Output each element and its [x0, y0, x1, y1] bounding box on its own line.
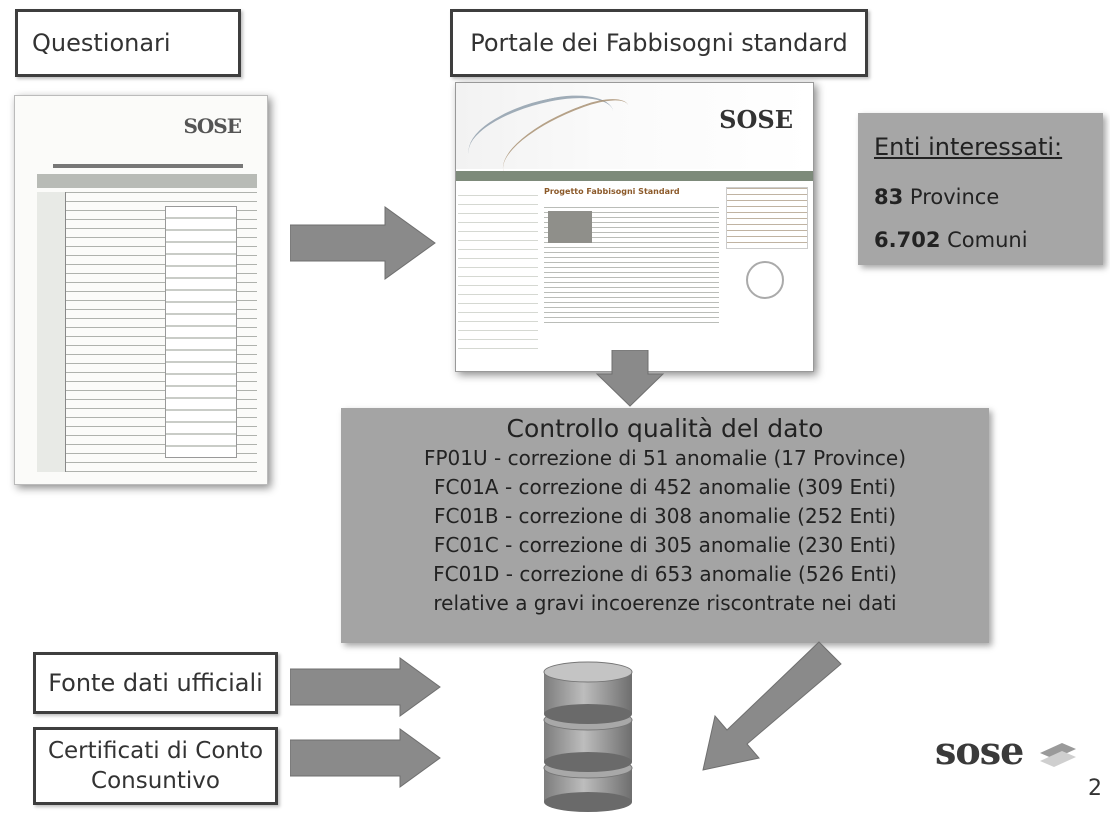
enti-province-line: 83 Province [874, 185, 999, 209]
doc-input-column [165, 206, 237, 458]
fonte-dati-label: Fonte dati ufficiali [33, 652, 278, 714]
certificati-text-line1: Certificati di Conto [47, 738, 264, 764]
portal-sose-logo: SOSE [719, 105, 793, 134]
questionnaire-document-image: SOSE [14, 95, 268, 485]
doc-section-band [37, 174, 257, 188]
portal-page-title: Progetto Fabbisogni Standard [544, 187, 680, 196]
province-count: 83 [874, 185, 904, 209]
fonte-dati-text: Fonte dati ufficiali [48, 669, 263, 697]
arrow-right-icon [290, 728, 441, 788]
controllo-line: relative a gravi incoerenze riscontrate … [433, 591, 897, 615]
portal-banner [456, 83, 813, 169]
portal-news-column [726, 187, 808, 249]
province-label: Province [909, 185, 1000, 209]
sose-logo-mark-icon [1039, 742, 1076, 767]
enti-title: Enti interessati: [874, 133, 1063, 161]
arrow-down-icon [595, 350, 665, 407]
sose-logo: sose [935, 728, 1080, 773]
doc-sose-logo: SOSE [183, 114, 242, 138]
certificati-label: Certificati di Conto Consuntivo [33, 727, 278, 805]
database-icon [543, 661, 633, 812]
arrow-right-icon [290, 657, 441, 717]
mef-logo-icon [746, 261, 784, 299]
controllo-line: FC01A - correzione di 452 anomalie (309 … [433, 475, 897, 499]
controllo-line: FC01C - correzione di 305 anomalie (230 … [433, 533, 897, 557]
questionari-text: Questionari [32, 29, 171, 57]
enti-title-text: Enti interessati [874, 133, 1055, 161]
controllo-qualita-panel: Controllo qualità del dato FP01U - corre… [341, 408, 989, 643]
comuni-count: 6.702 [874, 228, 941, 252]
controllo-line: FP01U - correzione di 51 anomalie (17 Pr… [423, 446, 906, 470]
arrow-diagonal-icon [702, 641, 842, 771]
sose-logo-text: sose [935, 728, 1024, 773]
enti-comuni-line: 6.702 Comuni [874, 228, 1028, 252]
certificati-text-line2: Consuntivo [91, 768, 220, 794]
portal-book-image [548, 211, 592, 243]
portal-sidebar [458, 187, 538, 357]
enti-interessati-panel: Enti interessati: 83 Province 6.702 Comu… [858, 113, 1103, 265]
controllo-line: FC01D - correzione di 653 anomalie (526 … [433, 562, 897, 586]
doc-left-column [37, 192, 66, 472]
doc-header-line [53, 164, 243, 168]
controllo-title: Controllo qualità del dato [506, 414, 824, 443]
questionari-label: Questionari [15, 9, 241, 77]
controllo-line: FC01B - correzione di 308 anomalie (252 … [433, 504, 897, 528]
comuni-label: Comuni [947, 228, 1028, 252]
portale-text: Portale dei Fabbisogni standard [470, 29, 848, 57]
arrow-right-icon [290, 206, 436, 280]
page-number: 2 [1088, 776, 1102, 801]
portal-nav-bar [456, 171, 813, 181]
portale-label: Portale dei Fabbisogni standard [450, 9, 868, 77]
portal-screenshot-image: SOSE Progetto Fabbisogni Standard [455, 82, 814, 372]
